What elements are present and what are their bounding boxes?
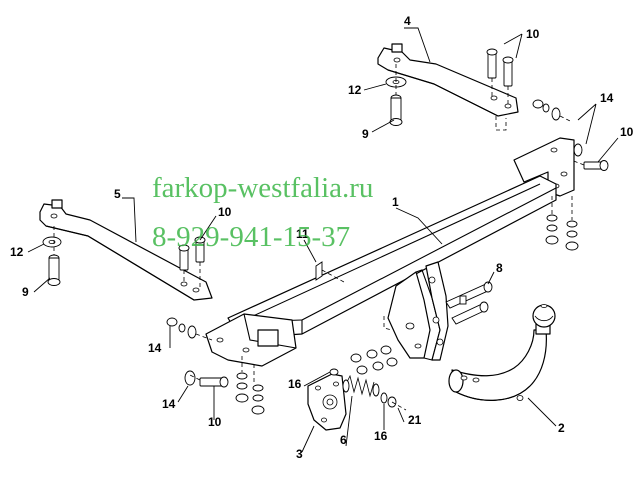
callout-3: 3 [296,447,303,461]
spring-part-6 [342,374,380,398]
watermark-website: farkop-westfalia.ru [152,172,373,204]
callout-11: 11 [296,227,309,241]
watermark-phone: 8-929-941-15-37 [152,221,350,253]
callout-10-right: 10 [620,125,634,139]
bolt-part-21 [387,396,407,411]
callout-9-top: 9 [362,127,369,141]
callout-14-left: 14 [148,341,162,355]
callout-10-lower: 10 [208,415,222,429]
callout-10-top: 10 [526,27,540,41]
washer-part-16-right [380,392,388,404]
nut-cluster-center [350,345,398,375]
callout-10-left: 10 [218,205,232,219]
callout-12-left: 12 [10,245,24,259]
bolts-part-8 [445,281,493,325]
nut-stack-right [545,196,579,251]
callout-6: 6 [340,433,347,447]
washer-part-16-left [329,368,339,376]
tow-ball-part-2 [448,304,556,401]
bolt-part-10-right [565,157,609,171]
callout-14-right: 14 [600,91,614,105]
leader-lines [27,27,619,453]
callout-16-left: 16 [288,377,302,391]
bolt-part-11 [315,261,345,283]
callout-8: 8 [496,261,503,275]
callout-5: 5 [114,187,121,201]
nuts-part-14-left [166,317,213,386]
bolt-part-10-middle-left [178,244,190,282]
bracket-part-5 [39,199,213,301]
bolt-part-10-upper-left [486,48,498,96]
callout-21: 21 [408,413,422,427]
callout-9-left: 9 [22,285,29,299]
callout-2: 2 [558,421,565,435]
callout-14-lower: 14 [162,397,176,411]
callout-4: 4 [404,14,411,28]
washer-part-12-left [42,236,62,248]
nut-stack-left [235,356,265,415]
socket-plate-part-3 [307,373,347,431]
callout-1: 1 [392,195,399,209]
bracket-part-4 [377,43,519,131]
bolt-part-10-upper-right [502,56,514,104]
bolt-part-10-middle-right [194,236,206,288]
callout-labels: 4 10 12 9 14 10 5 10 12 9 1 11 8 14 14 1… [10,14,634,461]
crossbar-part-1 [205,137,575,367]
bolt-part-10-lower-left [187,373,229,388]
callout-12-top: 12 [348,83,362,97]
bolt-part-9-left [47,226,61,286]
callout-16-right: 16 [374,429,388,443]
